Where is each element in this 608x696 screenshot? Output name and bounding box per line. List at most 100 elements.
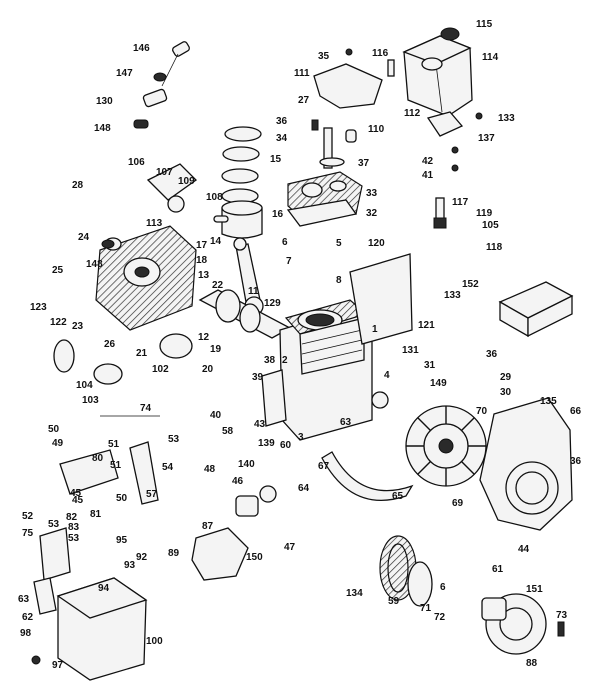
callout-label: 19 <box>210 344 222 355</box>
callout-label: 110 <box>368 124 385 135</box>
callout-label: 3 <box>298 432 304 443</box>
callout-label: 123 <box>30 302 47 313</box>
callout-label: 61 <box>492 564 504 575</box>
callout-label: 4 <box>384 370 390 381</box>
callout-label: 22 <box>212 280 224 291</box>
callout-label: 30 <box>500 387 512 398</box>
callout-label: 73 <box>556 610 568 621</box>
callout-label: 44 <box>518 544 530 555</box>
callout-label: 103 <box>82 395 99 406</box>
callout-label: 57 <box>146 489 158 500</box>
callout-label: 151 <box>526 584 543 595</box>
callout-label: 89 <box>168 548 180 559</box>
callout-label: 106 <box>128 157 145 168</box>
callout-label: 28 <box>72 180 84 191</box>
callout-label: 27 <box>298 95 310 106</box>
callout-label: 20 <box>202 364 214 375</box>
callout-label: 116 <box>372 48 389 59</box>
callout-label: 7 <box>286 256 292 267</box>
callout-label: 74 <box>140 403 152 414</box>
callout-label: 39 <box>252 372 264 383</box>
callout-label: 34 <box>276 133 288 144</box>
callout-label: 25 <box>52 265 64 276</box>
engine-block <box>261 299 389 441</box>
callout-label: 122 <box>50 317 67 328</box>
carburetor <box>191 485 277 581</box>
callout-label: 29 <box>500 372 512 383</box>
callout-label: 17 <box>196 240 208 251</box>
callout-label: 50 <box>116 493 128 504</box>
callout-label: 72 <box>434 612 446 623</box>
callout-label: 1 <box>372 324 378 335</box>
callout-label: 82 <box>66 512 78 523</box>
callout-label: 134 <box>346 588 363 599</box>
piston-rings <box>221 126 262 204</box>
callout-label: 83 <box>68 522 80 533</box>
callout-label: 16 <box>272 209 284 220</box>
callout-label: 70 <box>476 406 488 417</box>
air-filter <box>498 281 574 338</box>
callout-label: 11 <box>248 286 259 297</box>
callout-label: 42 <box>422 156 434 167</box>
callout-label: 62 <box>22 612 34 623</box>
callout-label: 71 <box>420 603 432 614</box>
callout-label: 130 <box>96 96 113 107</box>
callout-label: 53 <box>168 434 180 445</box>
callout-label: 6 <box>440 582 446 593</box>
callout-label: 14 <box>210 236 222 247</box>
callout-label: 15 <box>270 154 282 165</box>
callout-label: 13 <box>198 270 210 281</box>
callout-label: 98 <box>20 628 32 639</box>
callout-label: 92 <box>136 552 148 563</box>
callout-label: 109 <box>178 176 195 187</box>
baffle-plate <box>349 253 413 345</box>
callout-label: 108 <box>206 192 223 203</box>
callout-label: 111 <box>294 68 310 79</box>
callout-label: 148 <box>94 123 111 134</box>
valve-parts <box>311 119 357 169</box>
recoil-starter <box>481 593 565 655</box>
callout-label: 60 <box>280 440 292 451</box>
callout-label: 119 <box>476 208 493 219</box>
callout-label: 100 <box>146 636 163 647</box>
callout-label: 133 <box>498 113 515 124</box>
callout-label: 104 <box>76 380 93 391</box>
callout-label: 53 <box>48 519 60 530</box>
callout-label: 133 <box>444 290 461 301</box>
callout-label: 53 <box>68 533 80 544</box>
callout-label: 31 <box>424 360 436 371</box>
drive-belt <box>387 543 409 593</box>
callout-label: 87 <box>202 521 214 532</box>
callout-label: 38 <box>264 355 276 366</box>
callout-label: 24 <box>78 232 90 243</box>
control-linkage <box>59 415 160 505</box>
callout-label: 52 <box>22 511 34 522</box>
flywheel <box>405 405 487 487</box>
callout-label: 118 <box>486 242 503 253</box>
callout-label: 152 <box>462 279 479 290</box>
callout-label: 49 <box>52 438 64 449</box>
flange-gear <box>53 239 193 385</box>
callout-label: 80 <box>92 453 104 464</box>
callout-label: 146 <box>133 43 150 54</box>
callout-label: 54 <box>162 462 174 473</box>
callout-label: 129 <box>264 298 281 309</box>
callout-label: 148 <box>86 259 103 270</box>
callout-label: 18 <box>196 255 208 266</box>
callout-label: 12 <box>198 332 210 343</box>
callout-label: 102 <box>152 364 169 375</box>
callout-label: 36 <box>486 349 498 360</box>
callout-label: 58 <box>222 426 234 437</box>
muffler <box>31 577 148 681</box>
callout-label: 97 <box>52 660 64 671</box>
callout-label: 117 <box>452 197 469 208</box>
callout-label: 135 <box>540 396 557 407</box>
callout-label: 149 <box>430 378 447 389</box>
callout-label: 5 <box>336 238 342 249</box>
callout-label: 120 <box>368 238 385 249</box>
callout-label: 6 <box>282 237 288 248</box>
callout-label: 114 <box>482 52 499 63</box>
callout-label: 131 <box>402 345 419 356</box>
crankshaft <box>198 289 317 341</box>
callout-label: 8 <box>336 275 342 286</box>
